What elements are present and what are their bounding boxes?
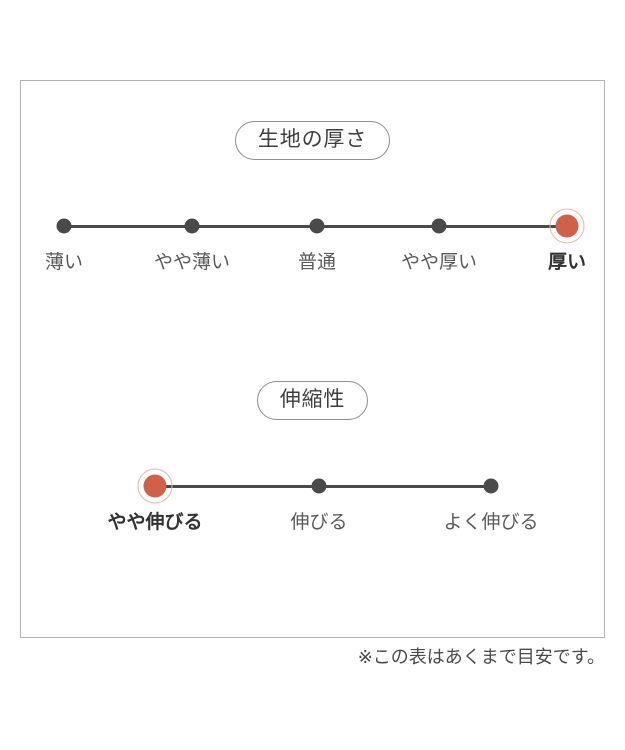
- fabric-spec-chart-frame: 生地の厚さ 薄い やや薄い 普通 やや厚い 厚い 伸縮性 やや伸びる 伸びる よく伸びる: [20, 80, 605, 638]
- scale-thickness-title: 生地の厚さ: [234, 121, 391, 160]
- selected-ring-icon: [549, 208, 585, 244]
- scale-node-label: やや厚い: [400, 252, 478, 273]
- scale-node-label: やや伸びる: [107, 512, 203, 533]
- scale-thickness-badge-row: 生地の厚さ: [21, 121, 604, 160]
- scale-dot-icon: [483, 478, 499, 494]
- scale-node-label: 薄い: [44, 252, 84, 273]
- scale-thickness-track: 薄い やや薄い 普通 やや厚い 厚い: [21, 198, 604, 284]
- scale-dot-icon: [56, 218, 72, 234]
- scale-node-label: やや薄い: [153, 252, 231, 273]
- scale-node-label: 普通: [297, 252, 337, 273]
- scale-node-label: 伸びる: [290, 512, 348, 533]
- scale-stretch-track: やや伸びる 伸びる よく伸びる: [21, 458, 604, 544]
- scale-dot-icon: [555, 214, 579, 238]
- scale-thickness: 生地の厚さ 薄い やや薄い 普通 やや厚い 厚い: [21, 121, 604, 284]
- scale-node-label: 厚い: [547, 252, 587, 273]
- selected-ring-icon: [137, 468, 173, 504]
- scale-dot-icon: [143, 474, 167, 498]
- chart-footnote: ※この表はあくまで目安です。: [357, 647, 605, 667]
- scale-dot-icon: [184, 218, 200, 234]
- scale-stretch-badge-row: 伸縮性: [21, 381, 604, 420]
- scale-stretch-title: 伸縮性: [256, 381, 369, 420]
- scale-dot-icon: [431, 218, 447, 234]
- scale-dot-icon: [311, 478, 327, 494]
- scale-dot-icon: [309, 218, 325, 234]
- scale-node-label: よく伸びる: [443, 512, 539, 533]
- scale-stretch: 伸縮性 やや伸びる 伸びる よく伸びる: [21, 381, 604, 544]
